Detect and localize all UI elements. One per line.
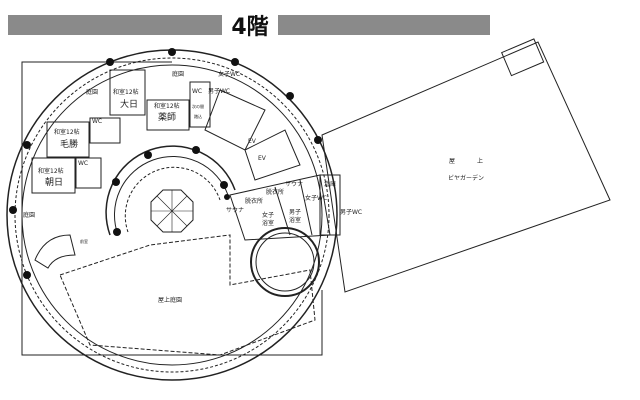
rooftop-garden-border <box>59 234 316 356</box>
label-womens-wc: 女子WC <box>218 70 240 78</box>
courtyard-wall-inner <box>113 156 229 236</box>
columns <box>9 48 322 279</box>
planting-ring <box>14 57 330 373</box>
courtyard-wall <box>105 145 236 236</box>
room-yakushi <box>146 99 190 131</box>
label-mens-wc: 男子WC <box>208 88 230 95</box>
label-mens-bath: 浴室 <box>289 216 301 224</box>
floor-title: 4階 <box>222 11 278 40</box>
label-dressing-room: 脱衣所 <box>266 188 284 196</box>
site-boundary <box>21 61 323 356</box>
courtyard-planting <box>124 166 221 233</box>
label-kesho-name: 毛勝 <box>60 138 78 150</box>
label-beer-garden: ビヤガーデン <box>448 174 484 182</box>
label-mens-bath: 男子 <box>289 209 301 216</box>
label-stairs-room: 前室 <box>80 238 88 244</box>
label-garden-left-bottom: 庭園 <box>23 211 35 219</box>
label-rooftop: 屋 <box>449 158 455 165</box>
label-ev: EV <box>258 155 267 162</box>
label-entry: 踏込 <box>194 113 202 119</box>
inner-ring <box>21 64 323 366</box>
rooftop-stairs <box>501 38 545 77</box>
label-womens-bath: 女子 <box>262 211 274 219</box>
label-asahi-size: 和室12帖 <box>38 167 64 175</box>
label-wc: WC <box>92 118 102 125</box>
room-asahi <box>31 157 76 194</box>
room-kesho <box>46 121 90 158</box>
label-womens-wc: 女子WC <box>305 194 327 202</box>
label-wc: WC <box>192 88 202 95</box>
bath-block <box>229 174 331 241</box>
stair-core <box>204 89 266 151</box>
label-dainichi-size: 和室12帖 <box>113 88 139 96</box>
label-sauna: サウナ <box>226 206 244 214</box>
label-ev: EV <box>248 138 257 145</box>
gazebo-octagon <box>150 189 194 233</box>
label-garden-left-top: 庭園 <box>86 88 98 96</box>
label-dressing-room: 脱衣所 <box>245 197 263 205</box>
label-mens-wc: 男子WC <box>340 209 362 216</box>
label-rooftop-garden: 屋上庭園 <box>158 296 182 304</box>
label-kesho-size: 和室12帖 <box>54 128 80 136</box>
label-yakushi-name: 薬師 <box>158 111 176 123</box>
label-asahi-name: 朝日 <box>45 177 63 188</box>
ev-core <box>244 129 301 181</box>
rooftop-area <box>321 41 611 293</box>
label-yakushi-size: 和室12帖 <box>154 102 180 110</box>
label-rooftop: 上 <box>477 157 483 165</box>
label-garden-top: 庭園 <box>172 70 184 78</box>
label-sauna: サウナ <box>285 180 303 188</box>
label-storage: 倉庫 <box>324 180 336 188</box>
label-next-room: 次の間 <box>192 103 204 109</box>
bath-pool <box>250 227 320 297</box>
label-womens-bath: 浴室 <box>262 219 274 227</box>
bath-pool-inner <box>255 232 315 292</box>
room-dainichi <box>109 69 146 116</box>
label-wc: WC <box>78 160 88 167</box>
left-stairs <box>34 234 76 269</box>
label-dainichi-name: 大日 <box>120 98 138 110</box>
